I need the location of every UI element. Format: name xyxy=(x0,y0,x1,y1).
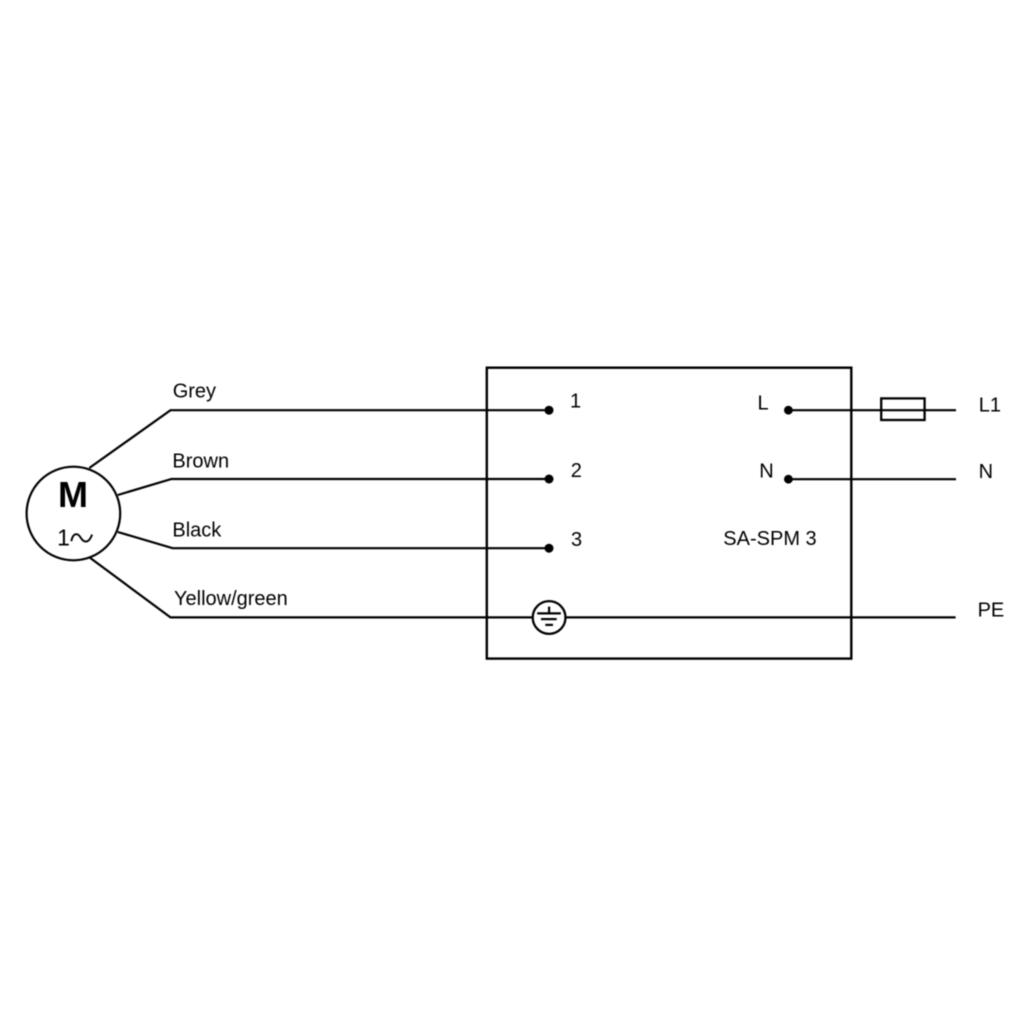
svg-text:3: 3 xyxy=(571,529,582,551)
svg-text:N: N xyxy=(979,461,993,483)
svg-text:M: M xyxy=(58,474,88,515)
svg-text:Brown: Brown xyxy=(172,451,229,473)
svg-text:1: 1 xyxy=(57,525,70,551)
svg-text:L1: L1 xyxy=(979,394,1001,416)
svg-text:Yellow/green: Yellow/green xyxy=(174,588,288,610)
svg-text:L: L xyxy=(758,393,769,415)
svg-text:2: 2 xyxy=(571,460,582,482)
svg-text:SA-SPM 3: SA-SPM 3 xyxy=(723,528,816,550)
svg-text:PE: PE xyxy=(978,599,1005,621)
svg-text:Grey: Grey xyxy=(173,381,216,403)
svg-text:N: N xyxy=(759,461,773,483)
svg-text:Black: Black xyxy=(172,519,222,541)
svg-text:1: 1 xyxy=(570,391,581,413)
